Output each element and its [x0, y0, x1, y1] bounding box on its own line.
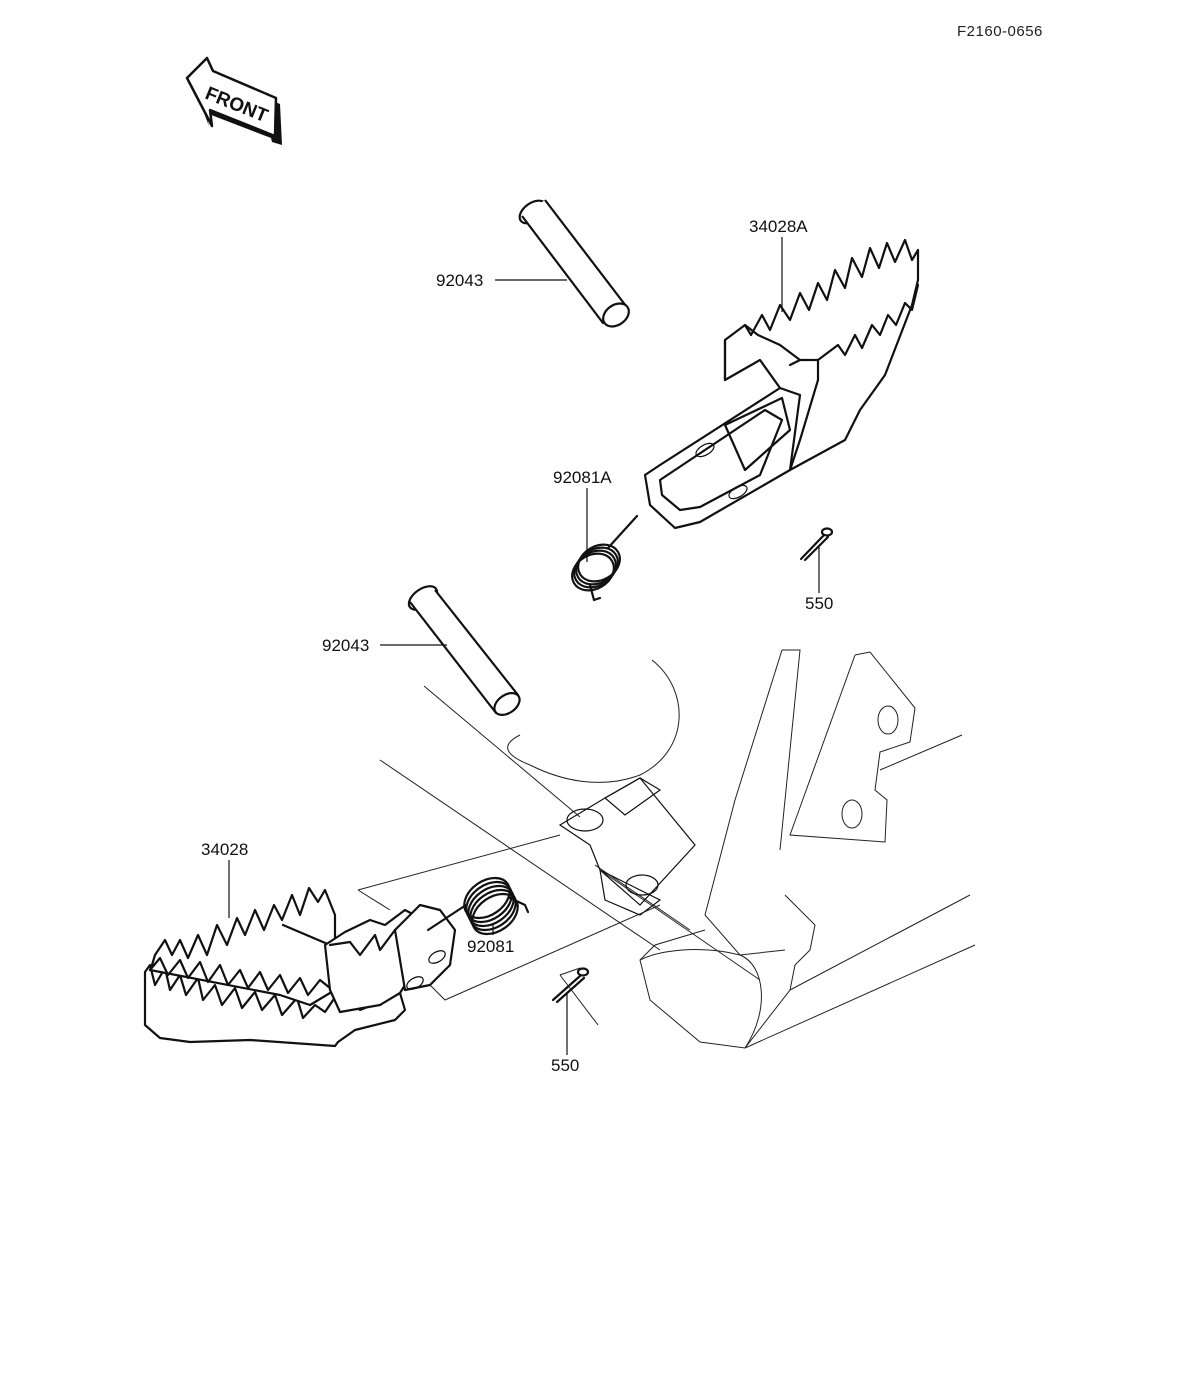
- return-spring-lower: [426, 876, 530, 936]
- part-label-92081A: 92081A: [553, 468, 612, 487]
- part-label-34028: 34028: [201, 840, 248, 859]
- pivot-pin-lower: [407, 585, 521, 717]
- frame-section: [379, 649, 976, 1049]
- part-label-550-lower: 550: [551, 1056, 579, 1075]
- part-label-92081: 92081: [467, 937, 514, 956]
- part-label-92043-upper: 92043: [436, 271, 483, 290]
- return-spring-upper: [571, 514, 639, 602]
- footpeg-lower: [143, 834, 661, 1048]
- part-label-550-upper: 550: [805, 594, 833, 613]
- cotter-pin-upper: [799, 527, 834, 562]
- front-direction-arrow-icon: FRONT: [185, 56, 282, 145]
- part-label-92043-lower: 92043: [322, 636, 369, 655]
- reference-code: F2160-0656: [957, 23, 1043, 40]
- frame-mount-bracket: [423, 685, 761, 981]
- cotter-pin-lower: [551, 967, 599, 1026]
- footpeg-upper: [643, 238, 920, 530]
- pivot-pin-upper: [518, 199, 630, 328]
- part-label-34028A: 34028A: [749, 217, 808, 236]
